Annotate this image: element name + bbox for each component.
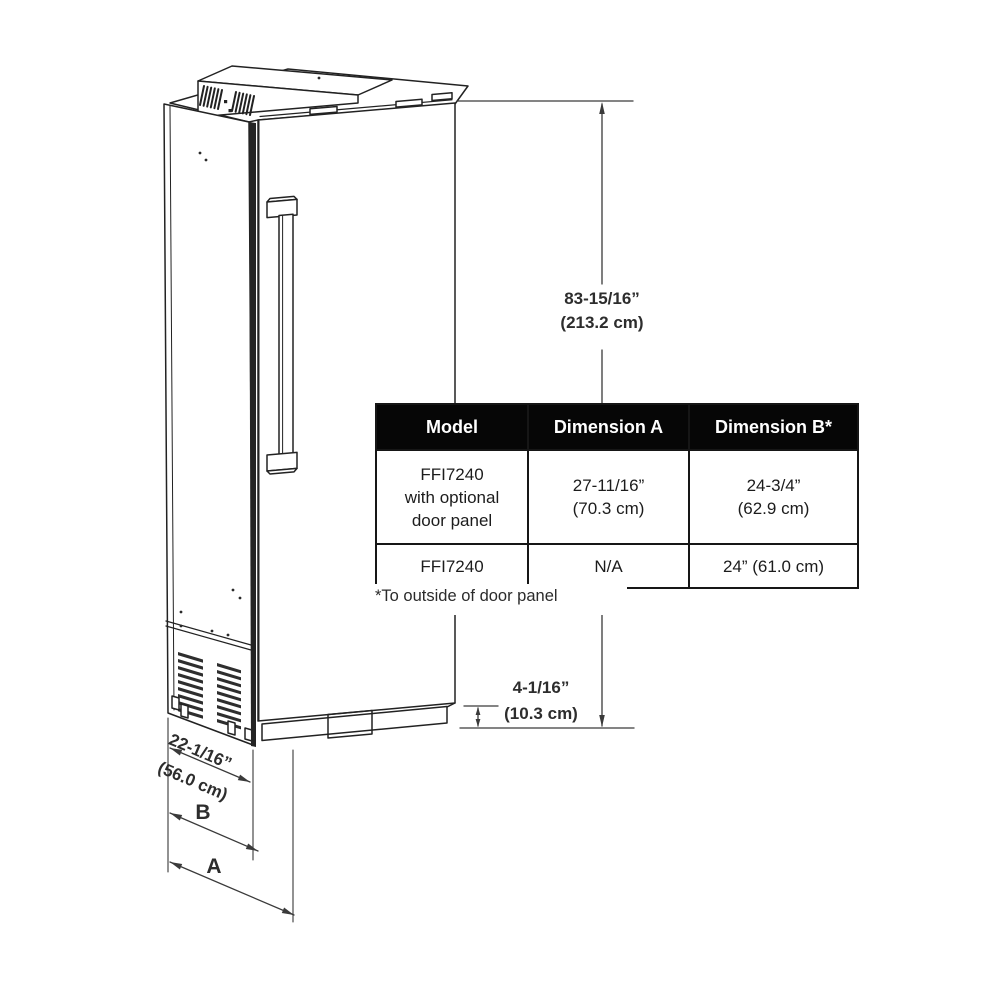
arrowhead-icon: [170, 748, 183, 756]
plinth-dimension-label-cm: (10.3 cm): [504, 704, 578, 723]
cell-line: 24-3/4”: [746, 476, 801, 495]
cell-model-base: FFI7240: [375, 543, 529, 589]
cell-line: FFI7240: [420, 556, 484, 576]
screw-icon: [224, 100, 228, 104]
height-dimension-label-cm: (213.2 cm): [560, 313, 644, 332]
spec-table-header-dimension-a: Dimension A: [527, 403, 690, 451]
table-footnote: *To outside of door panel: [375, 584, 627, 615]
compressor-vent-grille: [199, 85, 255, 116]
depth-dimension-arrow: [169, 747, 251, 783]
door-handle: [266, 195, 298, 475]
table-row: FFI7240 with optional door panel 27-11/1…: [375, 449, 859, 545]
cabinet-front-edge: [249, 122, 256, 747]
arrowhead-icon: [281, 907, 294, 915]
arrow-up-icon: [475, 707, 481, 715]
arrowhead-icon: [237, 774, 250, 782]
arrow-down-icon: [599, 715, 605, 727]
dimension-b-label: B: [195, 801, 211, 824]
spec-table: Model Dimension A Dimension B* FFI7240 w…: [375, 403, 859, 589]
door-top-rail: [259, 92, 453, 118]
cell-dim-a-with-panel: 27-11/16” (70.3 cm): [527, 449, 690, 545]
cell-line: FFI7240: [420, 464, 484, 484]
plinth-dimension-label-in: 4-1/16”: [512, 678, 570, 697]
cell-line: 24” (61.0 cm): [722, 556, 825, 576]
back-panel: [163, 76, 321, 746]
cell-line: 27-11/16”: [572, 476, 645, 495]
cell-dim-b-base: 24” (61.0 cm): [688, 543, 859, 589]
cell-line: with optional: [404, 487, 500, 507]
spec-table-header-dimension-b: Dimension B*: [688, 403, 859, 451]
dim-b-arrow: [169, 812, 259, 852]
cell-line: N/A: [594, 556, 623, 576]
compressor-unit: [197, 65, 393, 118]
base-vent-recess: [327, 709, 373, 739]
arrowhead-icon: [170, 862, 183, 870]
arrow-down-icon: [475, 719, 481, 727]
plinth-dimension-arrow: [463, 705, 499, 727]
screw-dots: [179, 76, 321, 637]
cell-line: (70.3 cm): [572, 499, 645, 518]
height-dimension-label-in: 83-15/16”: [564, 289, 640, 308]
screw-icon: [228, 109, 232, 113]
cell-dim-b-with-panel: 24-3/4” (62.9 cm): [688, 449, 859, 545]
cell-dim-a-base: N/A: [527, 543, 690, 589]
table-row: FFI7240 N/A 24” (61.0 cm): [375, 543, 859, 589]
cell-line: (62.9 cm): [737, 499, 810, 518]
cell-line: door panel: [411, 510, 493, 530]
spec-table-header-row: Model Dimension A Dimension B*: [375, 403, 859, 451]
spec-table-header-model: Model: [375, 403, 529, 451]
dimension-a-label: A: [206, 855, 222, 878]
arrowhead-icon: [170, 813, 183, 821]
base-toe-kick: [261, 702, 456, 742]
arrow-up-icon: [599, 102, 605, 114]
extension-lines: [167, 717, 294, 923]
cell-model-with-panel: FFI7240 with optional door panel: [375, 449, 529, 545]
arrowhead-icon: [245, 843, 258, 851]
dim-a-arrow: [169, 861, 295, 916]
